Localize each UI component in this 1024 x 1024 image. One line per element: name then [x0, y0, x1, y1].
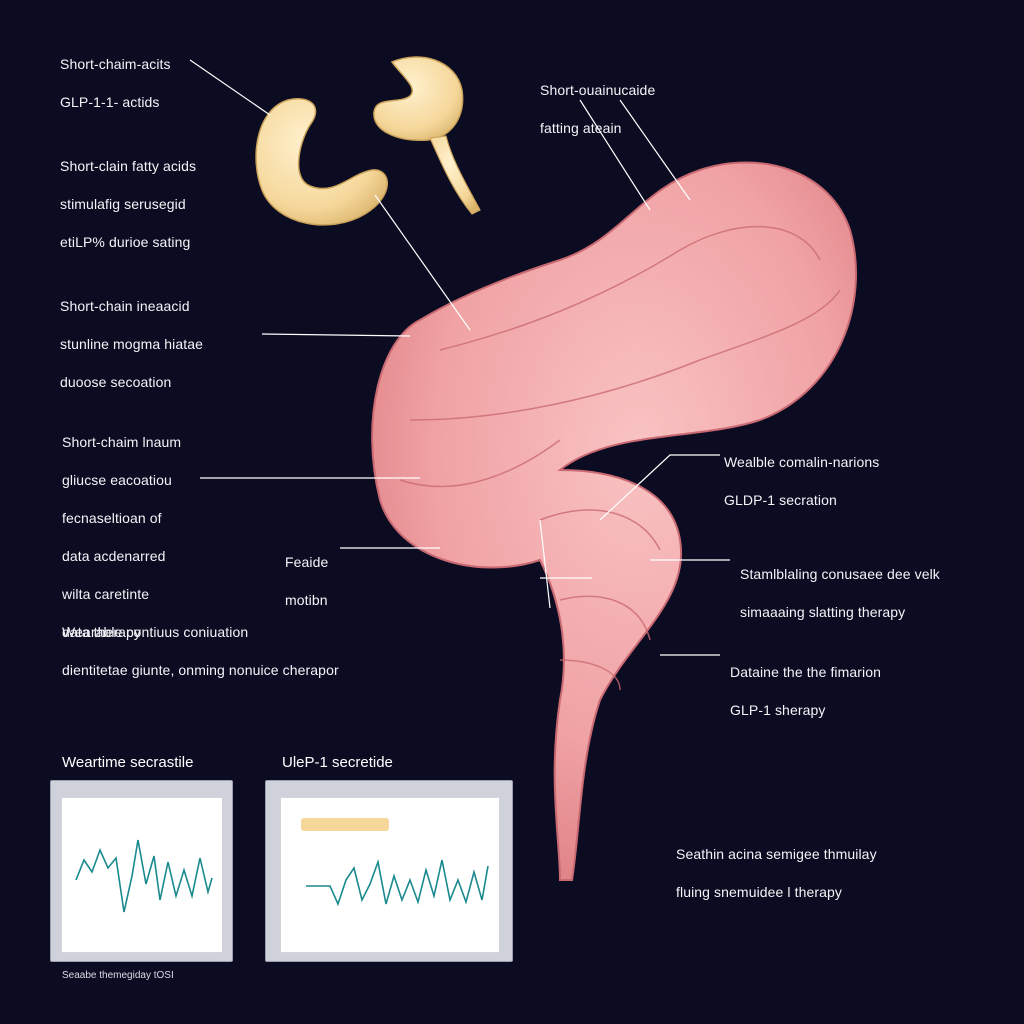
- glp1-indicator-bar: [301, 818, 389, 831]
- label-line: fatting ateain: [540, 120, 622, 136]
- label-left-4: Feaide motibn: [285, 534, 328, 629]
- monitor-panel-left: [50, 780, 233, 962]
- label-right-2: Stamlblaling conusaee dee velk simaaaing…: [740, 546, 940, 641]
- label-line: Dataine the the fimarion: [730, 664, 882, 680]
- label-line: motibn: [285, 592, 328, 608]
- label-line: fluing snemuidee l therapy: [676, 884, 843, 900]
- label-line: fecnaseltioan of: [62, 510, 162, 526]
- fat-globule-icon: [255, 56, 481, 226]
- label-line: wilta caretinte: [62, 586, 150, 602]
- panel-title-left: Weartime secrastile: [62, 754, 194, 771]
- label-top-right: Short-ouainucaide fatting ateain: [540, 62, 655, 157]
- label-line: duoose secoation: [60, 374, 172, 390]
- panel-title-right: UleP-1 secretide: [282, 754, 393, 771]
- monitor-panel-right: [265, 780, 513, 962]
- leader-lines: [189, 59, 730, 656]
- label-line: Short-chaim-acits: [60, 56, 171, 72]
- label-right-1: Wealble comalin-narions GLDP-1 secration: [724, 434, 879, 529]
- label-line: Short-clain fatty acids: [60, 158, 197, 174]
- label-left-3: Short-chaim lnaum gliucse eacoatiou fecn…: [62, 414, 181, 661]
- label-line: dientitetae giunte, onming nonuice chera…: [62, 662, 339, 678]
- label-line: data therapy: [62, 624, 142, 640]
- label-left-5: Wearable contiuus coniuation dientitetae…: [62, 604, 339, 699]
- label-line: GLP-1-1- actids: [60, 94, 160, 110]
- label-line: Wealble comalin-narions: [724, 454, 880, 470]
- label-line: stunline mogma hiatae: [60, 336, 203, 352]
- label-line: GLP-1 sherapy: [730, 702, 826, 718]
- label-line: GLDP-1 secration: [724, 492, 837, 508]
- label-right-3: Dataine the the fimarion GLP-1 sherapy: [730, 644, 881, 739]
- label-line: Short-chaim lnaum: [62, 434, 182, 450]
- label-line: Short-ouainucaide: [540, 82, 656, 98]
- monitor-screen-right: [280, 797, 500, 953]
- label-right-4: Seathin acina semigee thmuilay fluing sn…: [676, 826, 877, 921]
- label-line: etiLP% durioe sating: [60, 234, 191, 250]
- label-line: stimulafig serusegid: [60, 196, 186, 212]
- label-line: Short-chain ineaacid: [60, 298, 190, 314]
- label-top-left: Short-chaim-acits GLP-1-1- actids: [60, 36, 171, 131]
- label-line: Seathin acina semigee thmuilay: [676, 846, 877, 862]
- label-line: gliucse eacoatiou: [62, 472, 172, 488]
- label-left-1: Short-clain fatty acids stimulafig serus…: [60, 138, 196, 271]
- monitor-screen-left: [61, 797, 223, 953]
- label-line: Feaide: [285, 554, 329, 570]
- label-left-2: Short-chain ineaacid stunline mogma hiat…: [60, 278, 203, 411]
- label-line: data acdenarred: [62, 548, 166, 564]
- panel-footer: Seaabe themegiday tOSI: [62, 970, 174, 981]
- gut-organ-icon: [371, 161, 857, 881]
- label-line: Wearable contiuus coniuation: [62, 624, 249, 640]
- label-line: Stamlblaling conusaee dee velk: [740, 566, 940, 582]
- label-line: simaaaing slatting therapy: [740, 604, 906, 620]
